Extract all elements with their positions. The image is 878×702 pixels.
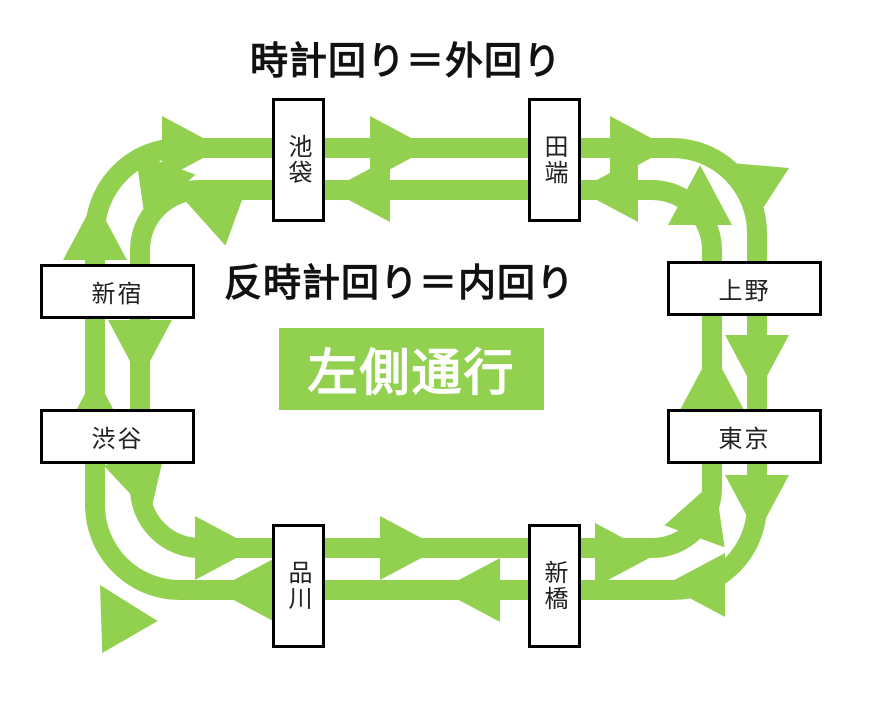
station-ueno: 上野 [667,261,822,316]
outer-arrow-right-bottom [725,475,789,535]
inner-arrow-top-left [180,185,248,246]
inner-arrow-left-top [135,152,196,220]
station-tokyo: 東京 [667,409,822,464]
inner-arrow-top-right [578,158,638,222]
station-shibuya: 渋谷 [40,409,195,464]
counterclockwise-title: 反時計回り＝内回り [224,261,576,305]
outer-arrow-bottom-right [665,553,725,617]
outer-arrow-bottom-left [215,558,275,622]
inner-arrow-right-bottom [664,480,725,548]
inner-arrow-left-bottom [103,448,166,515]
inner-arrow-right-top [668,165,732,225]
keep-left-badge: 左側通行 [279,328,544,410]
clockwise-title: 時計回り＝外回り [250,39,563,83]
outer-arrow-left-bottom [100,585,158,653]
station-shinagawa: 品川 [272,524,325,648]
inner-arrow-bottom-right [595,523,655,587]
outer-arrow-right-top [725,162,790,225]
inner-arrow-right-mid [680,350,744,410]
inner-arrow-top-mid [330,158,390,222]
outer-arrow-top-left [162,116,222,180]
outer-arrow-right-mid [725,335,789,395]
station-tabata: 田端 [528,98,581,222]
outer-arrow-left-top [63,200,127,260]
inner-arrow-left-mid [108,320,172,380]
station-shimbashi: 新橋 [528,524,581,648]
outer-arrow-top-right [610,116,670,180]
station-ikebukuro: 池袋 [272,98,325,222]
outer-arrow-bottom-mid [440,558,500,622]
inner-arrow-bottom-mid [380,516,440,580]
inner-arrow-bottom-left [195,516,255,580]
station-shinjuku: 新宿 [40,264,195,319]
